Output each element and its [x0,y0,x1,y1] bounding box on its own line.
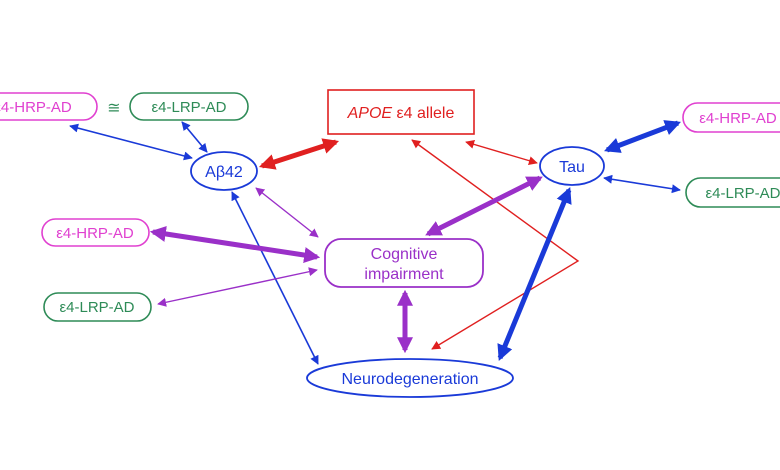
node-lrp-top-left-label: ε4-LRP-AD [151,99,226,116]
node-hrp-top-right: ε4-HRP-AD [682,102,780,133]
arrow-abeta-cognitive [255,187,319,238]
arrow-tau-cognitive [425,175,543,237]
arrow-lrp-bottomleft-cognitive [157,267,318,307]
arrow-tau-neurodegeneration [497,187,572,361]
arrow-tau-hrp-right [604,120,681,153]
arrow-hrp-midleft-cognitive [149,226,321,263]
node-apoe-italic: APOE [347,105,393,122]
node-apoe-rest: ε4 allele [392,105,454,122]
node-hrp-mid-left: ε4-HRP-AD [41,218,150,247]
node-lrp-right-label: ε4-LRP-AD [705,185,780,202]
arrow-lrp-topleft-abeta [181,121,208,153]
node-cognitive-line1: Cognitive [371,246,438,263]
node-hrp-top-left: ε4-HRP-AD [0,92,98,121]
node-tau-label: Tau [559,159,585,176]
node-neurodegeneration: Neurodegeneration [306,358,514,398]
node-apoe-label: APOE ε4 allele [347,105,455,122]
node-tau: Tau [539,146,605,186]
node-lrp-top-left: ε4-LRP-AD [129,92,249,121]
node-abeta42-label: Aβ42 [205,164,243,181]
node-hrp-mid-left-label: ε4-HRP-AD [56,225,134,242]
node-hrp-top-left-label: ε4-HRP-AD [0,99,72,116]
node-cognitive-impairment: Cognitive impairment [324,238,484,288]
node-lrp-bottom-left: ε4-LRP-AD [43,292,152,322]
arrow-apoe-tau [465,139,538,166]
node-lrp-right: ε4-LRP-AD [685,177,780,208]
node-cognitive-line2: impairment [364,266,444,283]
arrow-tau-lrp-right [603,174,681,194]
approx-equal-symbol: ≅ [107,100,120,117]
node-neurodegeneration-label: Neurodegeneration [342,371,479,388]
node-abeta42: Aβ42 [190,151,258,191]
node-lrp-bottom-left-label: ε4-LRP-AD [59,299,134,316]
node-hrp-top-right-label: ε4-HRP-AD [699,110,777,127]
arrow-abeta-neurodegeneration [231,191,319,365]
arrow-hrp-topleft-abeta [69,123,193,161]
node-apoe-e4-allele: APOE ε4 allele [327,89,475,135]
arrow-apoe-abeta [258,138,340,170]
